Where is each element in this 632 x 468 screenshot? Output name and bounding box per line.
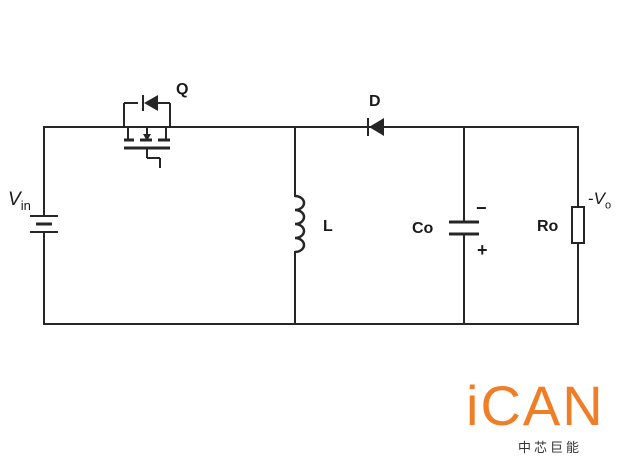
diode-label: D [369,93,381,110]
voltage-source-symbol [30,215,58,233]
output-voltage-label: -Vo [588,189,612,212]
switch-label: Q [176,81,189,98]
resistor-symbol [571,206,585,244]
logo-wordmark: iCAN [466,374,605,437]
brand-logo: iCAN 中芯巨能 [466,378,616,460]
input-voltage-label: Vin [8,189,31,213]
capacitor-negative-sign: − [476,198,487,218]
capacitor-positive-sign: + [477,240,488,260]
capacitor-label: Co [412,220,434,237]
logo-subtitle: 中芯巨能 [518,441,583,456]
inductor-label: L [323,218,333,235]
capacitor-symbol [449,220,479,236]
resistor-label: Ro [537,218,559,235]
mosfet-switch-symbol [113,95,178,168]
inductor-symbol [294,194,306,254]
diode-symbol [366,118,386,136]
